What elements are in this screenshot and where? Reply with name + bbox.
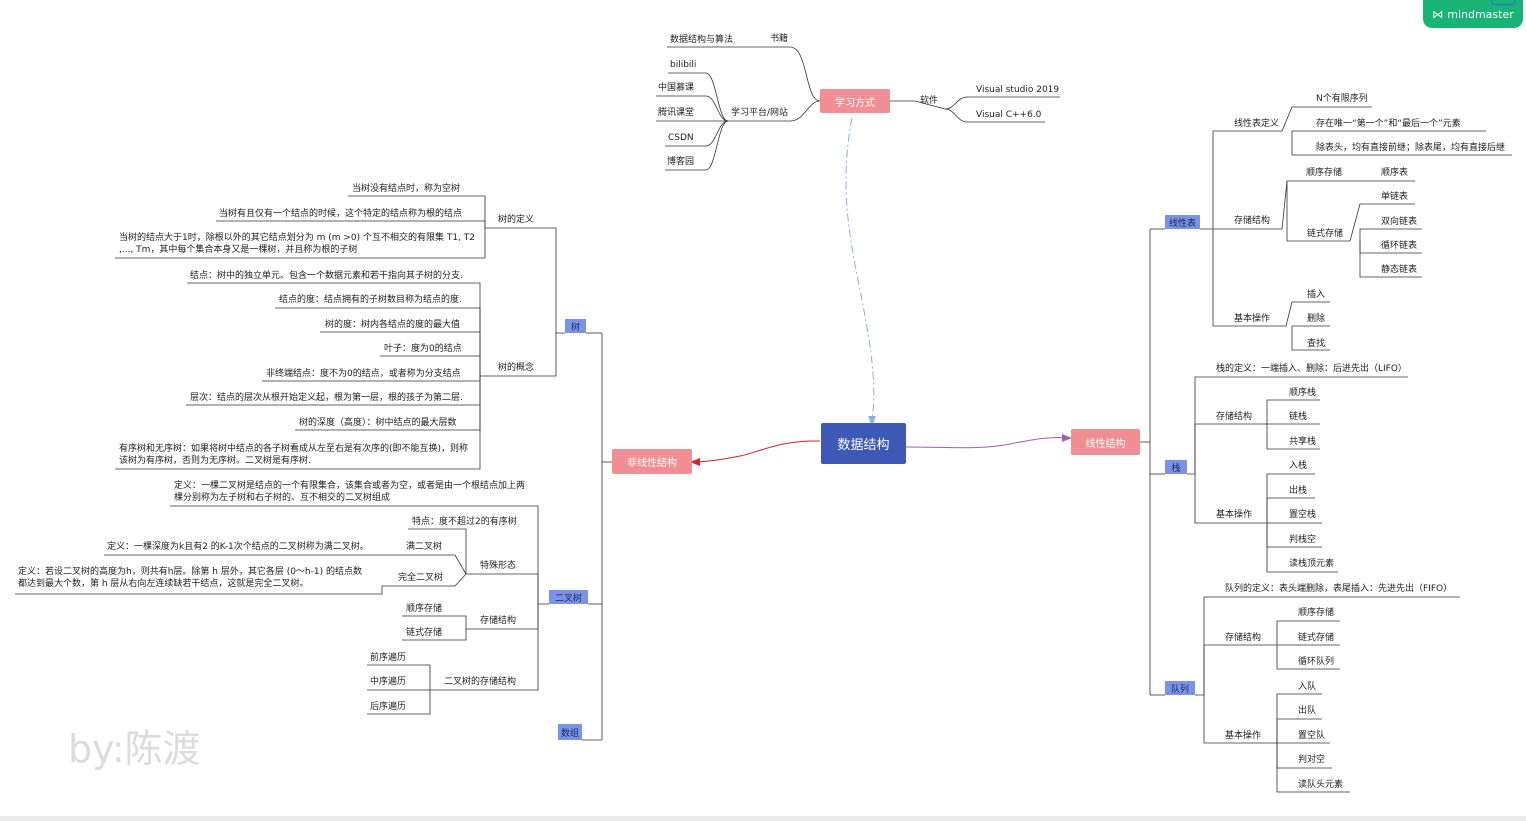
node-tree-def[interactable]: 树的定义: [498, 215, 535, 225]
node-stack-storage-item[interactable]: 顺序栈: [1289, 388, 1317, 398]
node-list-ops[interactable]: 基本操作: [1234, 314, 1271, 324]
node-tree-concept-item[interactable]: 树的深度（高度）：树中结点的最大层数: [299, 418, 457, 428]
node-traversal-item[interactable]: 后序遍历: [370, 702, 407, 712]
badge-outline: [1491, 0, 1515, 5]
node-platform-item[interactable]: 腾讯课堂: [658, 108, 695, 118]
node-queue-ops-item[interactable]: 置空队: [1298, 731, 1326, 741]
node-stack-def[interactable]: 栈的定义：一端插入、删除：后进先出（LIFO）: [1216, 364, 1407, 374]
node-list-def-item[interactable]: N个有限序列: [1316, 94, 1368, 104]
node-queue-ops-item[interactable]: 读队头元素: [1298, 780, 1344, 790]
root-topic[interactable]: 数据结构: [821, 423, 906, 464]
node-full-binary[interactable]: 满二叉树: [406, 542, 443, 552]
node-list-ops-item[interactable]: 插入: [1307, 290, 1326, 300]
node-list-storage[interactable]: 存储结构: [1234, 216, 1271, 226]
node-binary[interactable]: 二叉树: [549, 590, 588, 604]
node-list-ops-item[interactable]: 删除: [1307, 314, 1326, 324]
node-stack-ops[interactable]: 基本操作: [1216, 510, 1253, 520]
node-binary-feature[interactable]: 特点：度不超过2的有序树: [412, 517, 517, 527]
node-platform-item[interactable]: bilibili: [670, 60, 697, 70]
node-stack-ops-item[interactable]: 读栈顶元素: [1289, 559, 1335, 569]
app-name: mindmaster: [1447, 7, 1514, 21]
node-tree-def-item[interactable]: 当树没有结点时，称为空树: [352, 184, 461, 194]
node-list-link-item[interactable]: 循环链表: [1381, 241, 1418, 251]
node-queue[interactable]: 队列: [1165, 681, 1195, 695]
node-queue-ops-item[interactable]: 判对空: [1298, 755, 1326, 765]
node-tree-concept-item[interactable]: 非终端结点：度不为0的结点，或者称为分支结点: [266, 369, 461, 379]
node-platform-item[interactable]: 博客园: [667, 157, 695, 167]
topic-linear[interactable]: 线性结构: [1071, 429, 1140, 455]
node-queue-def[interactable]: 队列的定义：表头端删除，表尾插入：先进先出（FIFO）: [1225, 584, 1453, 594]
node-queue-ops[interactable]: 基本操作: [1225, 731, 1262, 741]
node-list-def-item[interactable]: 存在唯一“第一个”和“最后一个”元素: [1316, 119, 1461, 129]
node-list-seq-item[interactable]: 顺序表: [1381, 168, 1409, 178]
bottom-scrollbar[interactable]: [0, 816, 1526, 821]
node-queue-storage-item[interactable]: 链式存储: [1298, 633, 1335, 643]
node-full-binary-def[interactable]: 定义：一棵深度为k且有2 的K-1次个结点的二叉树称为满二叉树。: [107, 542, 369, 552]
mindmaster-badge[interactable]: ⋈ mindmaster: [1423, 0, 1523, 28]
node-tree-concept-item[interactable]: 有序树和无序树：如果将树中结点的各子树看成从左至右是有次序的(即不能互换)，则称…: [119, 444, 469, 466]
node-software[interactable]: 软件: [920, 96, 939, 106]
node-binary-storage-item[interactable]: 顺序存储: [406, 604, 443, 614]
node-tree-concept[interactable]: 树的概念: [498, 363, 535, 373]
node-tree-def-item[interactable]: 当树有且仅有一个结点的时候，这个特定的结点称为根的结点: [219, 209, 463, 219]
node-tree-concept-item[interactable]: 结点的度：结点拥有的子树数目称为结点的度.: [279, 295, 462, 305]
node-complete-binary-def[interactable]: 定义：若设二叉树的高度为h，则共有h层。除第 h 层外，其它各层 (0～h-1)…: [18, 567, 362, 589]
node-stack-storage-item[interactable]: 共享栈: [1289, 437, 1317, 447]
node-list-link-item[interactable]: 双向链表: [1381, 217, 1418, 227]
node-stack-ops-item[interactable]: 置空栈: [1289, 510, 1317, 520]
node-binary-special[interactable]: 特殊形态: [480, 561, 517, 571]
node-stack-storage-item[interactable]: 链栈: [1289, 412, 1308, 422]
topic-learning[interactable]: 学习方式: [820, 89, 890, 113]
topic-nonlinear[interactable]: 非线性结构: [612, 449, 692, 474]
node-queue-ops-item[interactable]: 入队: [1298, 682, 1317, 692]
node-list-def[interactable]: 线性表定义: [1234, 119, 1280, 129]
node-binary-traversal[interactable]: 二叉树的存储结构: [444, 677, 517, 687]
node-tree-concept-item[interactable]: 叶子：度为0的结点: [384, 344, 462, 354]
node-tree-concept-item[interactable]: 层次：结点的层次从根开始定义起，根为第一层，根的孩子为第二层.: [190, 393, 463, 403]
node-tree-def-item[interactable]: 当树的结点大于1时，除根以外的其它结点划分为 m (m >0) 个互不相交的有限…: [119, 233, 476, 255]
node-list[interactable]: 线性表: [1165, 215, 1200, 229]
node-binary-storage-item[interactable]: 链式存储: [406, 628, 443, 638]
node-array[interactable]: 数组: [558, 724, 582, 740]
node-stack-ops-item[interactable]: 出栈: [1289, 486, 1308, 496]
node-binary-storage[interactable]: 存储结构: [480, 616, 517, 626]
node-stack-ops-item[interactable]: 判栈空: [1289, 535, 1317, 545]
node-queue-ops-item[interactable]: 出队: [1298, 706, 1317, 716]
node-books[interactable]: 书籍: [770, 34, 789, 44]
node-stack[interactable]: 栈: [1165, 460, 1187, 474]
node-complete-binary[interactable]: 完全二叉树: [398, 573, 444, 583]
node-list-link[interactable]: 链式存储: [1307, 229, 1344, 239]
node-tree[interactable]: 树: [565, 319, 586, 333]
node-traversal-item[interactable]: 中序遍历: [370, 677, 407, 687]
node-stack-ops-item[interactable]: 入栈: [1289, 461, 1308, 471]
node-software-item[interactable]: Visual studio 2019: [976, 85, 1060, 95]
node-list-link-item[interactable]: 单链表: [1381, 192, 1409, 202]
node-platforms[interactable]: 学习平台/网站: [731, 108, 789, 118]
node-list-ops-item[interactable]: 查找: [1307, 339, 1326, 349]
node-platform-item[interactable]: CSDN: [668, 133, 694, 143]
node-software-item[interactable]: Visual C++6.0: [976, 110, 1042, 120]
node-queue-storage-item[interactable]: 顺序存储: [1298, 608, 1335, 618]
node-queue-storage[interactable]: 存储结构: [1225, 633, 1262, 643]
mindmaster-logo-icon: ⋈: [1432, 7, 1444, 21]
node-traversal-item[interactable]: 前序遍历: [370, 653, 407, 663]
node-book-item[interactable]: 数据结构与算法: [670, 35, 734, 45]
node-list-def-item[interactable]: 除表头，均有直接前继；除表尾，均有直接后继: [1316, 143, 1506, 153]
watermark: by:陈渡: [68, 727, 201, 771]
node-list-link-item[interactable]: 静态链表: [1381, 265, 1418, 275]
node-tree-concept-item[interactable]: 树的度：树内各结点的度的最大值: [325, 320, 461, 330]
node-binary-def[interactable]: 定义：一棵二叉树是结点的一个有限集合，该集合或者为空，或者是由一个根结点加上两棵…: [174, 481, 526, 503]
node-list-seq[interactable]: 顺序存储: [1306, 168, 1343, 178]
node-tree-concept-item[interactable]: 结点：树中的独立单元。包含一个数据元素和若干指向其子树的分支.: [190, 271, 463, 281]
node-stack-storage[interactable]: 存储结构: [1216, 412, 1253, 422]
node-platform-item[interactable]: 中国慕课: [658, 83, 695, 93]
node-queue-storage-item[interactable]: 循环队列: [1298, 657, 1335, 667]
